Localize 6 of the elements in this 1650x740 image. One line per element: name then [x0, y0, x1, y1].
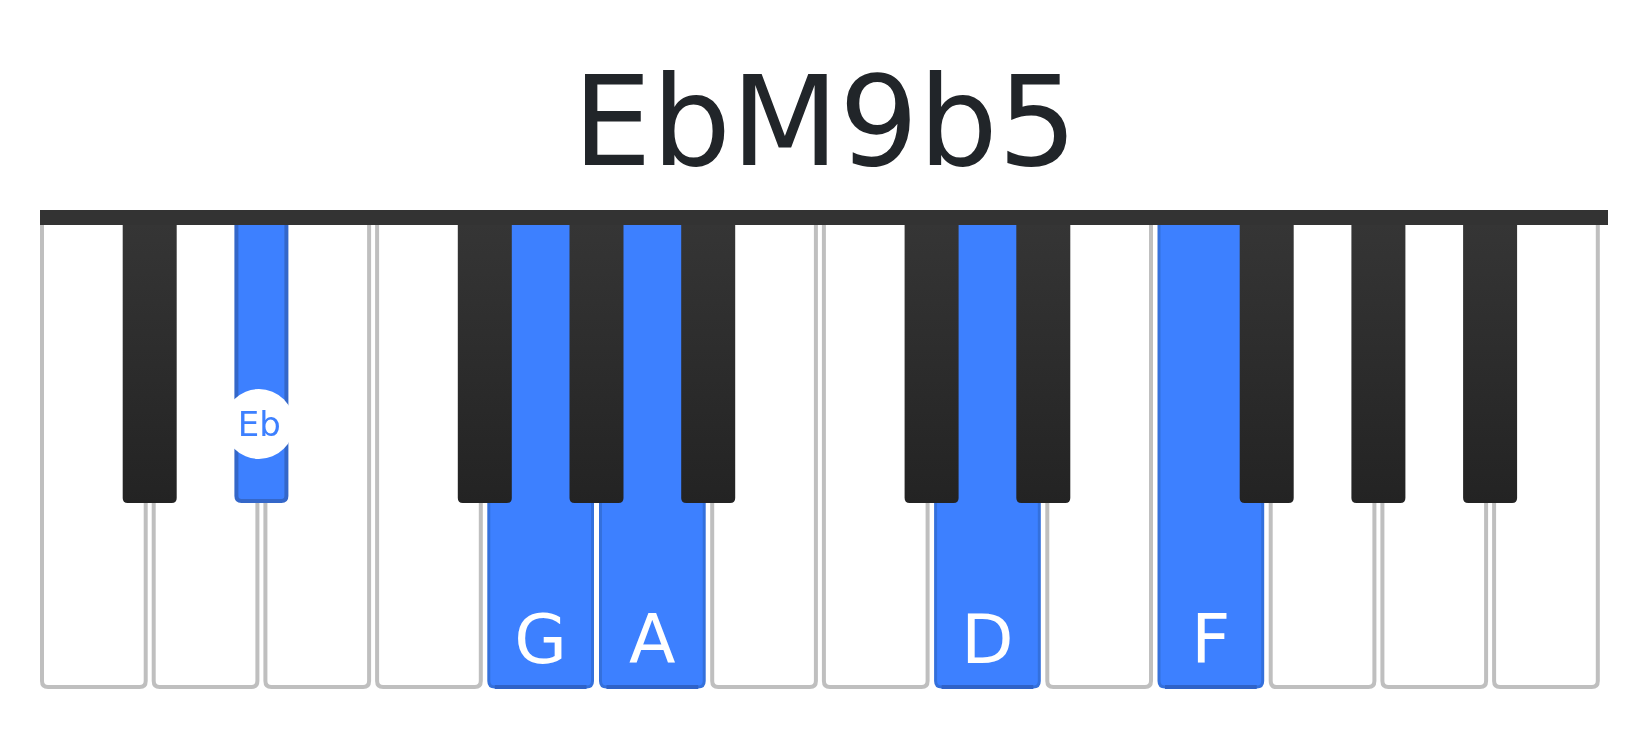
note-label: G	[514, 606, 567, 674]
chord-title: EbM9b5	[572, 59, 1078, 184]
note-label: D	[961, 606, 1014, 674]
note-label: Eb	[237, 406, 281, 442]
note-label: A	[629, 606, 676, 674]
note-label: F	[1191, 606, 1231, 674]
